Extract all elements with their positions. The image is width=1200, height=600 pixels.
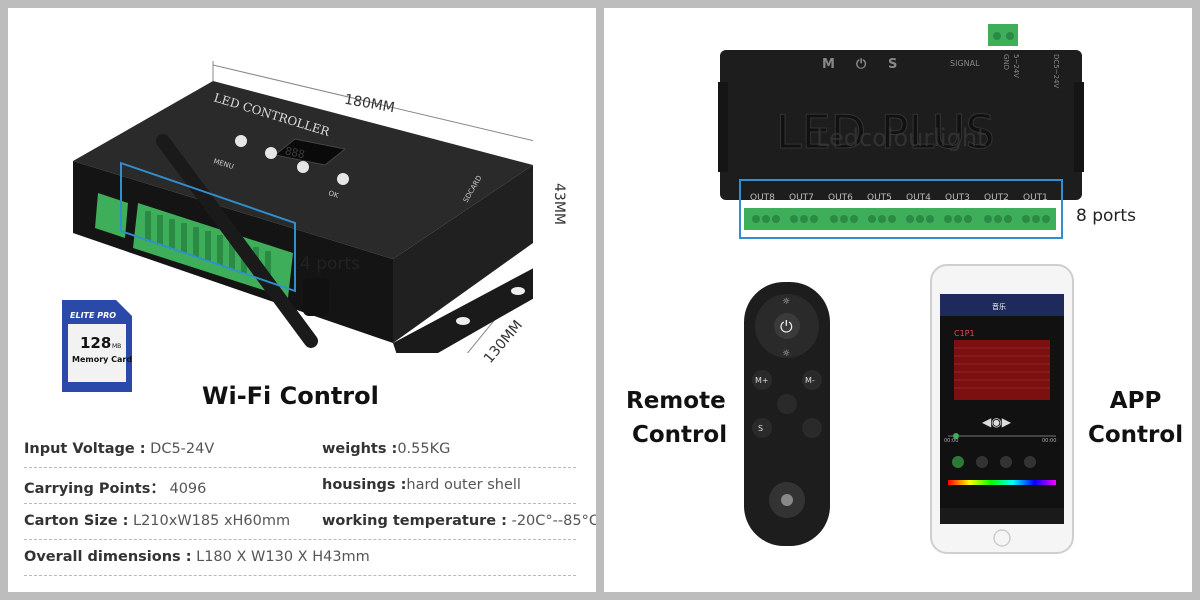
spec-value: DC5-24V	[145, 441, 215, 457]
spec-key: Carton Size :	[24, 513, 129, 529]
eight-ports-highlight	[739, 179, 1063, 239]
voltage-label: 5~24V	[1012, 54, 1020, 78]
spec-key: Carrying Points：	[24, 481, 165, 497]
led-plus-device-image: M ⏻ S SIGNAL GND 5~24V DC5~24V LED PLUS …	[718, 24, 1084, 239]
speed-icon: S	[758, 424, 763, 433]
spec-key: working temperature :	[322, 513, 507, 529]
output-label: OUT4	[906, 193, 931, 203]
spec-row: Carton Size : L210xW185 xH60mm working t…	[24, 504, 596, 540]
sd-capacity: 128	[80, 334, 111, 352]
app-program-label: C1P1	[954, 329, 975, 338]
spec-table: Input Voltage : DC5-24V weights :0.55KG …	[24, 432, 596, 576]
led-controller-image: 888 LED CONTROLLER MENU OK SDCARD	[73, 61, 533, 353]
brightness-down-icon: ☼	[782, 349, 790, 359]
right-product-panel: M ⏻ S SIGNAL GND 5~24V DC5~24V LED PLUS …	[604, 8, 1192, 592]
four-ports-label: 4 ports	[300, 254, 360, 274]
app-header-title: 音乐	[992, 302, 1006, 311]
remote-title-line2: Control	[632, 422, 728, 448]
spec-value: hard outer shell	[406, 477, 521, 493]
watermark: Ledcolourlight	[816, 124, 986, 152]
remote-control-title: Remote Control	[626, 384, 727, 452]
spec-key: Input Voltage :	[24, 441, 146, 457]
app-time-start: 00:00	[944, 438, 958, 444]
output-label: OUT2	[984, 193, 1009, 203]
led-plus-title: LED PLUS	[776, 105, 995, 159]
left-product-panel: 888 LED CONTROLLER MENU OK SDCARD 180MM …	[8, 8, 596, 592]
power-button-label: ⏻	[856, 57, 867, 72]
spec-value: L180 X W130 X H43mm	[191, 549, 370, 565]
gnd-label: GND	[1002, 54, 1010, 70]
output-label: OUT1	[1023, 193, 1048, 203]
output-label: OUT5	[867, 193, 892, 203]
mode-minus-icon: M-	[805, 376, 815, 385]
m-button-label: M	[822, 57, 835, 72]
spec-value: L210xW185 xH60mm	[128, 513, 291, 529]
height-dimension: 43MM	[550, 183, 567, 225]
spec-key: Overall dimensions :	[24, 549, 192, 565]
spec-row: Carrying Points： 4096 housings :hard out…	[24, 468, 576, 504]
spec-value: -20C°--85°C	[506, 513, 596, 529]
sd-card-image: ELITE PRO 128 MB Memory Card	[62, 300, 132, 392]
display-readout: 888	[284, 144, 306, 161]
eight-ports-label: 8 ports	[1076, 206, 1136, 226]
ok-label: OK	[327, 189, 339, 200]
menu-button-shape	[235, 135, 247, 147]
sd-type: Memory Card	[72, 355, 132, 364]
signal-label: SIGNAL	[950, 59, 980, 68]
phone-app-image: 音乐 C1P1 ◀◉▶ 00:00 00:00	[930, 264, 1074, 554]
output-label: OUT8	[750, 193, 775, 203]
power-icon: ⏻	[780, 317, 793, 336]
spec-value: 0.55KG	[397, 441, 451, 457]
spec-row: Input Voltage : DC5-24V weights :0.55KG	[24, 432, 576, 468]
app-time-end: 00:00	[1042, 438, 1056, 444]
spec-key: weights :	[322, 441, 398, 457]
wifi-control-title: Wi-Fi Control	[202, 382, 379, 410]
app-title-line1: APP	[1109, 388, 1162, 414]
spec-row: Overall dimensions : L180 X W130 X H43mm	[24, 540, 576, 576]
output-label: OUT6	[828, 193, 853, 203]
app-play-controls: ◀◉▶	[982, 415, 1012, 429]
output-label: OUT7	[789, 193, 814, 203]
s-button-label: S	[888, 57, 897, 72]
sd-brand: ELITE PRO	[70, 311, 116, 320]
mode-plus-icon: M+	[755, 376, 769, 385]
spec-value: 4096	[164, 481, 207, 497]
remote-title-line1: Remote	[626, 388, 726, 414]
app-title-line2: Control	[1088, 422, 1184, 448]
app-control-title: APP Control	[1088, 384, 1183, 452]
output-label: OUT3	[945, 193, 970, 203]
sd-unit: MB	[112, 343, 121, 350]
dc-label: DC5~24V	[1052, 54, 1060, 89]
spec-key: housings :	[322, 477, 407, 493]
remote-control-image: ⏻ ☼ ☼ M+ M- S	[744, 282, 830, 546]
brightness-up-icon: ☼	[782, 297, 790, 307]
